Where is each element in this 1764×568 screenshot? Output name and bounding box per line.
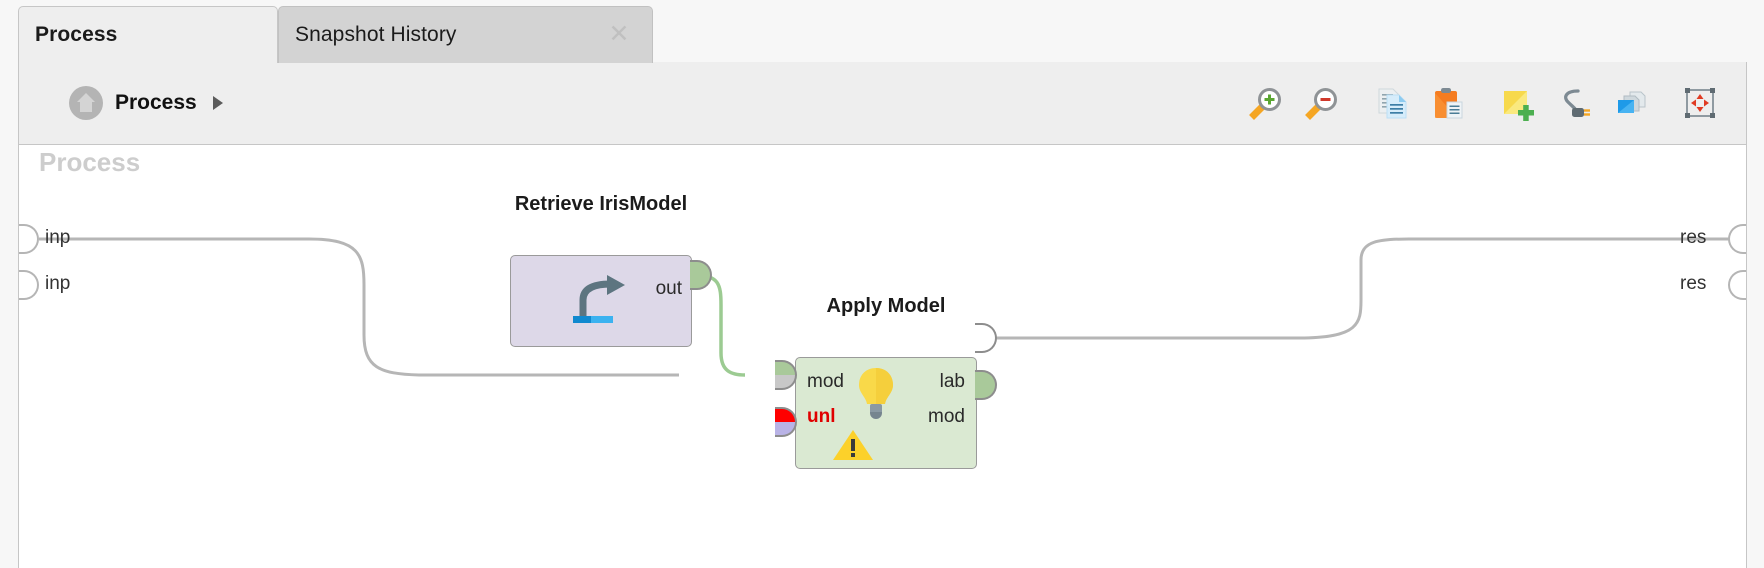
tab-process-label: Process [19,23,117,47]
process-result-label-2: res [1680,273,1706,295]
port-cap [1728,224,1747,254]
fit-frame-arrows-icon [1681,84,1719,122]
apply-unl-input-label: unl [807,406,836,428]
tab-process[interactable]: Process [18,6,278,63]
apply-model-title: Apply Model [795,295,977,318]
triangle-right-icon[interactable] [213,96,223,110]
port-cap [975,323,997,353]
clipboard-paste-icon [1429,84,1467,122]
close-icon[interactable]: ✕ [608,24,630,46]
port-cap [690,260,712,290]
process-input-label-2: inp [45,273,70,295]
process-input-label-1: inp [45,227,70,249]
lightbulb-icon [856,366,896,422]
retrieve-arrow-icon [567,274,637,330]
apply-mod-output-port[interactable] [975,370,997,400]
retrieve-out-port[interactable] [690,260,712,290]
apply-mod-input-port[interactable] [775,360,797,390]
note-add-icon [1499,84,1537,122]
autofit-button[interactable] [1672,77,1728,129]
zoom-out-button[interactable] [1294,77,1350,129]
process-toolbar: Process [18,62,1747,145]
arrange-button[interactable] [1602,77,1658,129]
copy-button[interactable] [1364,77,1420,129]
layers-cubes-icon [1611,84,1649,122]
port-cap [1728,270,1747,300]
breadcrumb-label[interactable]: Process [115,91,197,115]
toolbar-buttons [1238,77,1728,129]
arrow-up-circle-icon[interactable] [69,86,103,120]
process-input-port-2[interactable] [19,270,39,300]
tab-bar: Process Snapshot History ✕ [0,0,1764,63]
apply-lab-output-port[interactable] [975,323,997,353]
plug-cable-icon [1555,84,1593,122]
process-input-port-1[interactable] [19,224,39,254]
warning-triangle-icon [832,428,874,462]
tab-snapshot-history[interactable]: Snapshot History ✕ [278,6,653,63]
process-canvas[interactable]: Process inp inp res res Retrieve I [18,145,1747,568]
port-cap [19,270,39,300]
wire-lab-to-res [981,239,1731,338]
operator-retrieve-irismodel[interactable]: out [510,255,692,347]
apply-mod-input-label: mod [807,371,844,393]
operator-apply-model[interactable]: mod unl lab mod [795,357,977,469]
process-result-port-1[interactable] [1728,224,1747,254]
port-cap [775,407,797,437]
port-cap [775,360,797,390]
retrieve-out-port-label: out [656,278,682,300]
magnifier-minus-icon [1303,84,1341,122]
process-result-label-1: res [1680,227,1706,249]
port-cap [19,224,39,254]
documents-copy-icon [1373,84,1411,122]
breadcrumb: Process [69,86,223,120]
port-cap [975,370,997,400]
apply-unl-input-port[interactable] [775,407,797,437]
wire-out-to-mod [695,275,745,375]
process-result-port-2[interactable] [1728,270,1747,300]
auto-wire-button[interactable] [1546,77,1602,129]
paste-button[interactable] [1420,77,1476,129]
apply-mod-output-label: mod [928,406,965,428]
apply-lab-output-label: lab [940,371,965,393]
add-note-button[interactable] [1490,77,1546,129]
tab-snapshot-history-label: Snapshot History [279,23,457,47]
zoom-in-button[interactable] [1238,77,1294,129]
retrieve-irismodel-title: Retrieve IrisModel [510,193,692,216]
magnifier-plus-icon [1247,84,1285,122]
